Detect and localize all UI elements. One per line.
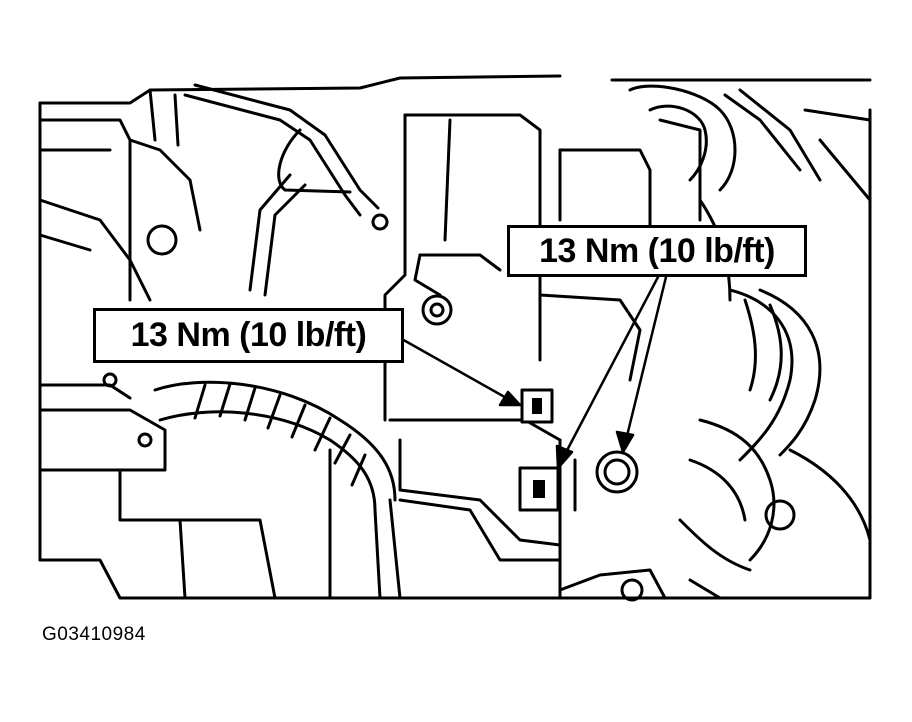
arrow-left-to-upper-bolt-head bbox=[498, 390, 522, 407]
left-harness bbox=[153, 380, 402, 600]
arrow-right-to-nut bbox=[624, 275, 668, 442]
arrow-right-to-lower-bolt bbox=[561, 275, 660, 460]
nut-round bbox=[595, 450, 639, 494]
right-harness bbox=[678, 288, 872, 572]
arrow-left-to-upper-bolt bbox=[398, 336, 512, 402]
lower-left-plate bbox=[38, 372, 277, 600]
arrow-right-to-nut-head bbox=[615, 430, 635, 454]
bolt-upper bbox=[520, 388, 554, 424]
torque-callout-left: 13 Nm (10 lb/ft) bbox=[93, 308, 404, 363]
arrow-right-to-lower-bolt-head bbox=[555, 444, 574, 470]
bolt-lower bbox=[518, 466, 560, 512]
torque-callout-right: 13 Nm (10 lb/ft) bbox=[507, 225, 807, 277]
leader-arrows bbox=[398, 275, 668, 470]
figure-id-label: G03410984 bbox=[42, 624, 146, 645]
lower-right-bracket bbox=[558, 568, 722, 602]
upper-left-bracket bbox=[38, 88, 202, 302]
hook-rod bbox=[183, 83, 389, 297]
lower-center-panel bbox=[398, 438, 577, 600]
